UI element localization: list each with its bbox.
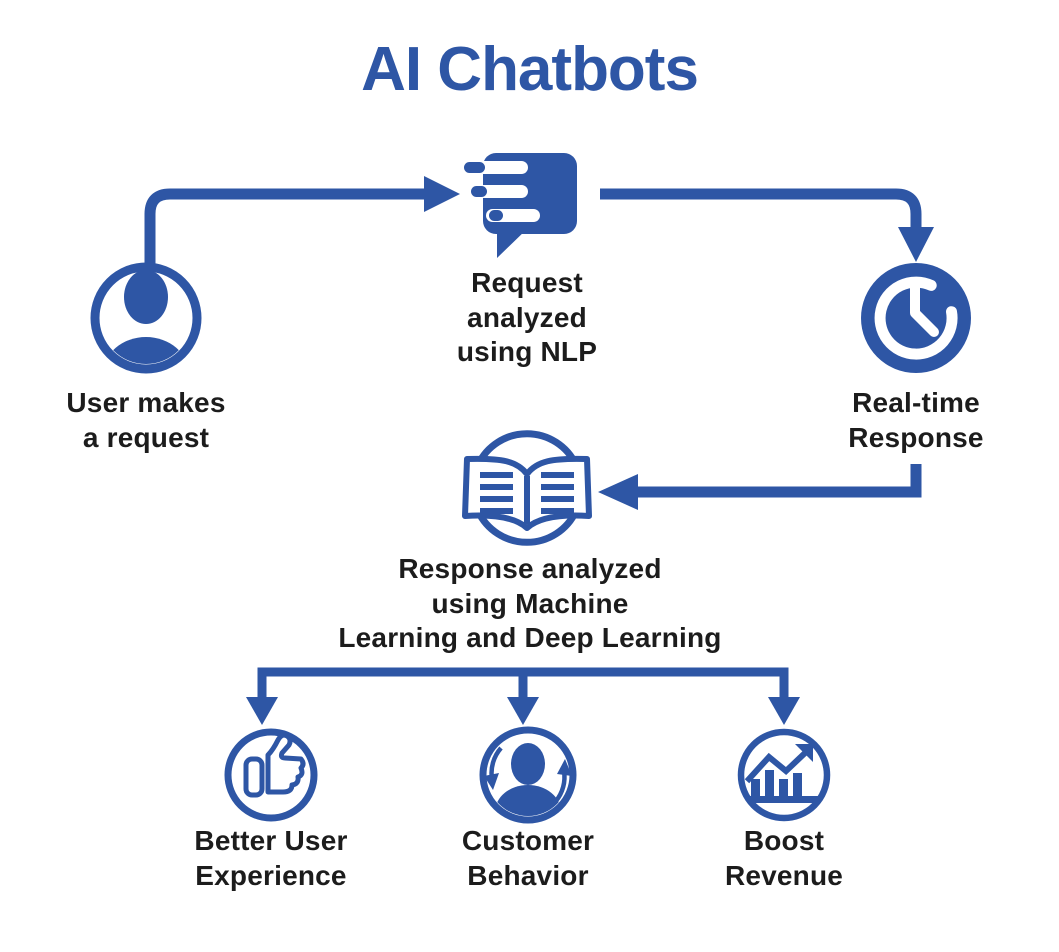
person-sync-icon	[479, 726, 577, 824]
label-response-analyzed: Response analyzed using Machine Learning…	[338, 553, 722, 654]
label-customer-behavior: Customer Behavior	[461, 825, 595, 891]
growth-chart-icon	[737, 728, 831, 822]
arrow-request-to-realtime	[600, 188, 934, 262]
label-better-user-experience: Better User Experience	[194, 825, 348, 891]
label-boost-revenue: Boost Revenue	[724, 825, 844, 891]
clock-icon	[861, 263, 971, 373]
label-realtime-response: Real-time Response	[848, 387, 984, 453]
chat-bubble-icon	[462, 153, 577, 258]
arrow-realtime-to-response	[598, 464, 922, 510]
open-book-icon	[462, 430, 592, 546]
user-icon	[90, 262, 202, 374]
page-title: AI Chatbots	[361, 35, 699, 104]
thumbs-up-icon	[224, 728, 318, 822]
label-request-analyzed: Request analyzed using NLP	[456, 267, 598, 368]
branch-arrows	[246, 667, 800, 725]
arrow-user-to-request	[144, 176, 460, 266]
label-user-makes-request: User makes a request	[66, 387, 226, 453]
